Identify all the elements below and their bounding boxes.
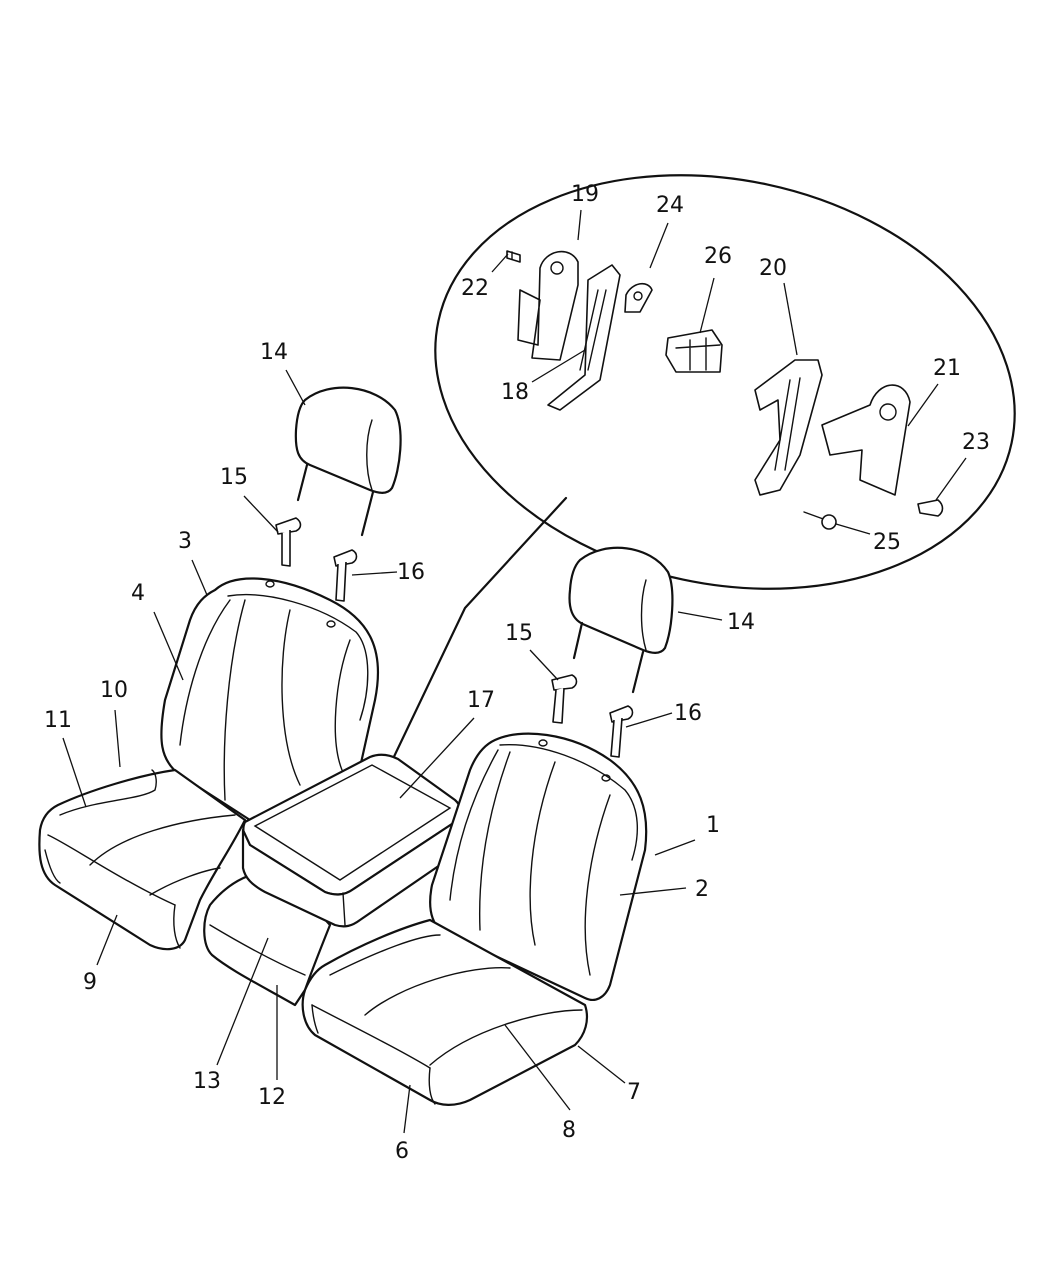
left-seat-cushion <box>38 768 247 951</box>
callout-3: 3 <box>178 529 192 554</box>
detail-ellipse <box>434 174 1016 590</box>
callout-16-left: 16 <box>397 560 425 585</box>
callout-6: 6 <box>395 1139 409 1164</box>
callout-11: 11 <box>44 708 72 733</box>
callout-14-right: 14 <box>727 610 755 635</box>
callout-10: 10 <box>100 678 128 703</box>
callout-17: 17 <box>467 688 495 713</box>
callout-15-right: 15 <box>505 621 533 646</box>
left-seat <box>38 577 380 1007</box>
callout-8: 8 <box>562 1118 576 1143</box>
callout-12: 12 <box>258 1085 286 1110</box>
callout-4: 4 <box>131 581 145 606</box>
callout-22: 22 <box>461 276 489 301</box>
callout-7: 7 <box>627 1080 641 1105</box>
callout-14-left: 14 <box>260 340 288 365</box>
headrest-guides <box>275 517 634 758</box>
right-seat <box>301 732 648 1106</box>
right-seat-back <box>429 732 648 1001</box>
callout-19: 19 <box>571 182 599 207</box>
callout-9: 9 <box>83 970 97 995</box>
left-headrest <box>294 386 402 537</box>
right-seat-cushion <box>301 918 589 1106</box>
callout-2: 2 <box>695 877 709 902</box>
callout-1: 1 <box>706 813 720 838</box>
callout-15-left: 15 <box>220 465 248 490</box>
detail-ellipse-group <box>388 174 1016 767</box>
detail-parts <box>506 250 944 530</box>
callout-24: 24 <box>656 193 684 218</box>
callout-23: 23 <box>962 430 990 455</box>
callout-18: 18 <box>501 380 529 405</box>
callout-25: 25 <box>873 530 901 555</box>
detail-leader-line <box>388 496 568 767</box>
callout-20: 20 <box>759 256 787 281</box>
center-console-side <box>241 820 457 928</box>
leader-lines <box>62 209 967 1134</box>
callout-labels: 1 2 3 4 6 7 8 9 10 11 12 13 14 14 15 15 … <box>44 182 990 1164</box>
callout-21: 21 <box>933 356 961 381</box>
right-headrest <box>568 546 674 694</box>
callout-26: 26 <box>704 244 732 269</box>
callout-16-right: 16 <box>674 701 702 726</box>
callout-13: 13 <box>193 1069 221 1094</box>
